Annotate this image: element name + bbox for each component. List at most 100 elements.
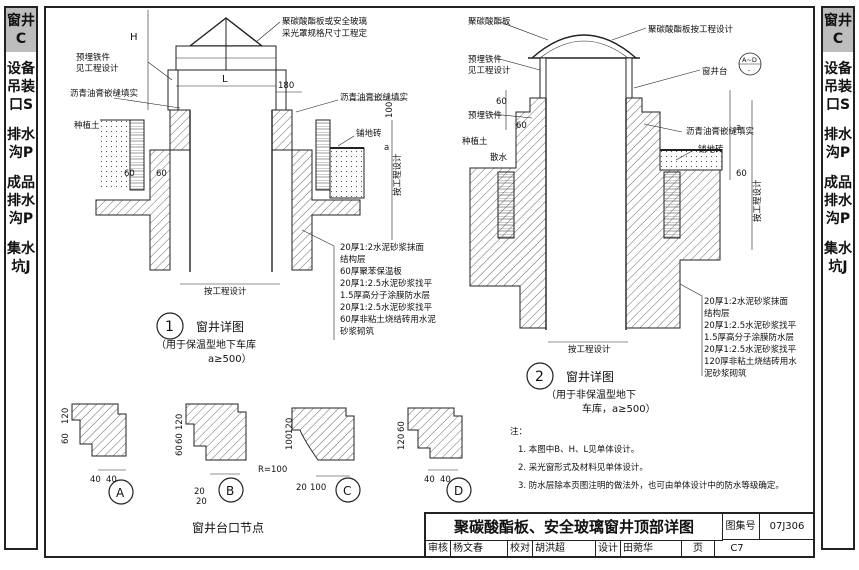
detail-1-labels: 聚碳酸酯板或安全玻璃 采光罩规格尺寸工程定 预埋铁件 见工程设计 沥青油膏嵌缝填… [70,16,436,365]
index-band-window-well: 窗井C [6,8,36,52]
design-label: 设计 [596,540,621,558]
d2-design-h: 按工程设计 [568,344,611,355]
d1-dim-L: L [222,74,228,85]
d1-layer-0: 20厚1:2水泥砂浆抹面 [340,242,424,253]
node-C-letter: C [343,484,351,498]
d1-number: 1 [165,319,174,335]
d1-sealant-right: 沥青油膏嵌缝填实 [340,92,408,103]
node-B-dim-1: 60 [175,433,185,444]
right-index-column: 窗井C 设备吊装口S 排水沟P 成品排水沟P 集水坑J [821,6,855,550]
node-B-dim-0: 60 [175,445,185,456]
d2-layer-4: 20厚1:2.5水泥砂浆找平 [704,344,797,355]
review-label: 审核 [426,540,451,558]
node-D-dim-3: 40 [440,475,451,485]
d1-title: 窗井详图 [196,319,244,334]
node-B-letter: B [226,484,234,498]
d2-pc-board: 聚碳酸酯板 [468,16,511,27]
d1-dim-H: H [130,32,138,43]
node-A-dim-1: 120 [61,408,71,424]
left-index-column: 窗井C 设备吊装口S 排水沟P 成品排水沟P 集水坑J [4,6,38,550]
detail-1-drawing [95,10,404,340]
reviewer-name: 杨文春 [451,540,508,558]
d2-design-v: 按工程设计 [752,179,763,222]
d1-subtitle2: a≥500） [208,353,252,365]
node-B-dim-4: 20 [196,497,207,507]
notes-head: 注： [510,426,527,437]
node-C-dim-0: 100 [285,434,295,450]
notes-block: 注： 1. 本图中B、H、L见单体设计。 2. 采光窗形式及材料见单体设计。 3… [510,426,784,491]
node-C-dim-3: 20 [296,483,307,493]
d2-layer-0: 20厚1:2水泥砂浆抹面 [704,296,788,307]
drawing-frame [44,6,815,558]
d1-callout-top2: 采光罩规格尺寸工程定 [282,28,368,39]
designer-name: 田菀华 [621,540,682,558]
page-label: 页 [682,540,715,558]
detail-2-drawing [469,21,762,376]
atlas-number: 07J306 [760,514,815,540]
node-C-dim-2: R=100 [258,465,287,475]
d2-layer-2: 20厚1:2.5水泥砂浆找平 [704,320,797,331]
checker-name: 胡洪超 [533,540,596,558]
d1-design-v: 按工程设计 [392,153,403,196]
node-B-dim-2: 120 [175,414,185,430]
node-labels: A B C D 60 120 40 40 60 60 120 20 20 100… [61,408,463,535]
index-group-1: 设备吊装口S [7,61,35,113]
title-block: 聚碳酸酯板、安全玻璃窗井顶部详图 图集号 07J306 审核 杨文春 校对 胡洪… [424,512,815,558]
node-D-letter: D [454,484,463,498]
index-group-r3: 成品排水沟P [824,175,852,227]
d1-dim-a: a [384,143,389,153]
d2-layer-3: 1.5厚高分子涂膜防水层 [704,332,794,343]
d2-number: 2 [535,369,544,385]
d1-dim-60a: 60 [124,169,135,179]
d1-layer-1: 结构层 [340,254,366,265]
nodes-title: 窗井台口节点 [192,520,264,535]
note-1: 1. 本图中B、H、L见单体设计。 [518,444,639,455]
node-A-dim-0: 60 [61,433,71,444]
d2-embed: 预埋铁件 [468,54,503,65]
d1-layer-5: 20厚1:2.5水泥砂浆找平 [340,302,433,313]
d2-dim-a: a [736,123,741,133]
d2-layer-5: 120厚非粘土烧结砖用水 [704,356,797,367]
d1-dim-100: 100 [385,102,395,118]
note-2: 2. 采光窗形式及材料见单体设计。 [518,462,648,473]
d2-dim-60b: 60 [516,121,527,131]
d1-embed2: 见工程设计 [76,63,119,74]
d2-ref: 窗井台 [702,66,728,77]
d2-dim-60a: 60 [496,97,507,107]
node-D-dim-0: 120 [397,434,407,450]
d1-embed: 预埋铁件 [76,52,111,63]
title-block-title: 聚碳酸酯板、安全玻璃窗井顶部详图 [426,514,723,541]
index-group-r2: 排水沟P [824,127,852,161]
d2-subtitle2: 车库，a≥500） [582,402,656,415]
node-C-dim-4: 100 [310,483,326,493]
node-B-dim-3: 20 [194,487,205,497]
d1-layer-3: 20厚1:2.5水泥砂浆找平 [340,278,433,289]
d1-paving: 铺地砖 [356,128,382,139]
d2-layer-1: 结构层 [704,308,730,319]
check-label: 校对 [508,540,533,558]
d1-subtitle: （用于保温型地下车库 [156,338,256,351]
d1-design-h: 按工程设计 [204,286,247,297]
note-3: 3. 防水层除本页图注明的做法外，也可由单体设计中的防水等级确定。 [518,480,784,491]
d2-ref-circle-top: A~D [742,56,757,64]
detail-2-labels: 聚碳酸酯板 聚碳酸酯板按工程设计 预埋铁件 见工程设计 预埋铁件 窗井台 A~D… [462,16,797,415]
node-A-letter: A [116,486,125,500]
d1-dim-60b: 60 [156,169,167,179]
d2-gravel: 散水 [490,152,508,163]
d1-layer-6: 60厚非粘土烧结砖用水泥 [340,314,436,325]
d1-dim-180: 180 [278,81,294,91]
node-D-dim-2: 40 [424,475,435,485]
d2-ref-circle-bot: - [748,66,751,74]
atlas-label: 图集号 [722,514,760,540]
index-group-r4: 集水坑J [824,241,852,275]
index-group-3: 成品排水沟P [7,175,35,227]
node-C-dim-1: 120 [285,418,295,434]
index-group-r1: 设备吊装口S [824,61,852,113]
d2-embed3: 预埋铁件 [468,110,503,121]
index-group-2: 排水沟P [7,127,35,161]
d2-paving: 铺地砖 [698,144,724,155]
page-number: C7 [730,543,744,554]
d1-sealant-left: 沥青油膏嵌缝填实 [70,88,138,99]
index-band-window-well-r: 窗井C [823,8,853,52]
